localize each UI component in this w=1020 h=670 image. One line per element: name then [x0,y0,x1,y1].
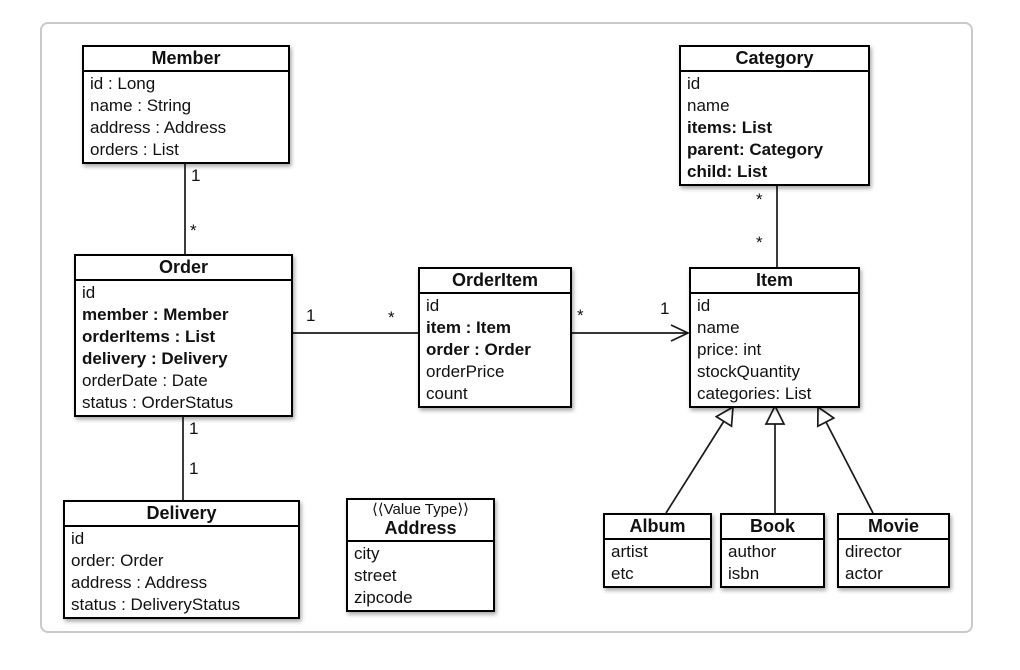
attr-category-id: id [687,74,701,93]
class-album: Album artist etc [603,513,712,588]
class-address-attrs: city street zipcode [348,542,493,610]
attr-movie-director: director [845,542,902,561]
class-address-title: Address [384,518,457,538]
class-delivery-attrs: id order: Order address : Address status… [65,527,298,617]
class-item-title: Item [691,269,858,294]
class-delivery: Delivery id order: Order address : Addre… [63,500,300,619]
class-order: Order id member : Member orderItems : Li… [74,254,293,417]
attr-book-author: author [728,542,777,561]
attr-movie-actor: actor [845,564,883,583]
attr-address-zipcode: zipcode [354,588,413,607]
mult-orderitem-item-to: 1 [660,299,670,318]
mult-member-order-to: * [190,221,197,240]
class-order-title: Order [76,256,291,281]
attr-member-address: address : Address [90,118,227,137]
class-album-attrs: artist etc [605,540,710,586]
mult-category-item-from: * [756,190,763,209]
mult-category-item-to: * [756,233,763,252]
attr-delivery-order: order: Order [71,551,164,570]
attr-album-artist: artist [611,542,648,561]
attr-order-delivery: delivery : Delivery [82,349,228,368]
attr-item-stockquantity: stockQuantity [697,362,800,381]
mult-member-order-from: 1 [191,166,201,185]
class-category: Category id name items: List parent: Cat… [679,45,870,186]
class-member: Member id : Long name : String address :… [82,45,290,164]
attr-order-orderitems: orderItems : List [82,327,216,346]
generalization-triangle-icon [714,405,734,428]
open-arrowhead-icon [670,324,690,342]
attr-order-orderdate: orderDate : Date [82,371,208,390]
class-orderitem-title: OrderItem [420,269,570,294]
generalization-triangle-icon [764,404,786,425]
attr-orderitem-count: count [426,384,468,403]
mult-order-orderitem-from: 1 [306,306,316,325]
class-address-stereotype: ⟨⟨Value Type⟩⟩ [371,501,470,518]
class-orderitem-attrs: id item : Item order : Order orderPrice … [420,294,570,406]
attr-member-orders: orders : List [90,140,179,159]
class-movie-attrs: director actor [839,540,948,586]
class-category-attrs: id name items: List parent: Category chi… [681,72,868,184]
attr-orderitem-order: order : Order [426,340,531,359]
attr-order-status: status : OrderStatus [82,393,234,412]
class-item-attrs: id name price: int stockQuantity categor… [691,294,858,406]
attr-category-items: items: List [687,118,773,137]
class-member-title: Member [84,47,288,72]
class-category-title: Category [681,47,868,72]
attr-category-child: child: List [687,162,768,181]
attr-item-id: id [697,296,711,315]
class-address: ⟨⟨Value Type⟩⟩ Address city street zipco… [346,498,495,612]
class-album-title: Album [605,515,710,540]
attr-category-name: name [687,96,730,115]
attr-album-etc: etc [611,564,634,583]
attr-member-id: id : Long [90,74,156,93]
class-book-title: Book [722,515,823,540]
attr-category-parent: parent: Category [687,140,824,159]
class-movie: Movie director actor [837,513,950,588]
attr-address-city: city [354,544,380,563]
attr-member-name: name : String [90,96,192,115]
edge-item-movie [825,421,874,514]
class-book: Book author isbn [720,513,825,588]
attr-orderitem-id: id [426,296,440,315]
class-delivery-title: Delivery [65,502,298,527]
class-book-attrs: author isbn [722,540,823,586]
class-orderitem: OrderItem id item : Item order : Order o… [418,267,572,408]
attr-orderitem-orderprice: orderPrice [426,362,505,381]
class-member-attrs: id : Long name : String address : Addres… [84,72,288,162]
generalization-triangle-icon [816,405,836,428]
attr-address-street: street [354,566,397,585]
attr-orderitem-item: item : Item [426,318,512,337]
attr-order-id: id [82,283,96,302]
class-item: Item id name price: int stockQuantity ca… [689,267,860,408]
edge-item-album [665,420,725,514]
attr-delivery-id: id [71,529,85,548]
class-movie-title: Movie [839,515,948,540]
attr-delivery-address: address : Address [71,573,208,592]
attr-book-isbn: isbn [728,564,760,583]
class-address-header: ⟨⟨Value Type⟩⟩ Address [348,500,493,542]
mult-order-delivery-to: 1 [189,459,199,478]
attr-item-price: price: int [697,340,762,359]
mult-orderitem-item-from: * [577,306,584,325]
attr-delivery-status: status : DeliveryStatus [71,595,241,614]
attr-item-categories: categories: List [697,384,812,403]
mult-order-delivery-from: 1 [189,419,199,438]
class-order-attrs: id member : Member orderItems : List del… [76,281,291,415]
mult-order-orderitem-to: * [388,308,395,327]
attr-order-member: member : Member [82,305,229,324]
attr-item-name: name [697,318,740,337]
